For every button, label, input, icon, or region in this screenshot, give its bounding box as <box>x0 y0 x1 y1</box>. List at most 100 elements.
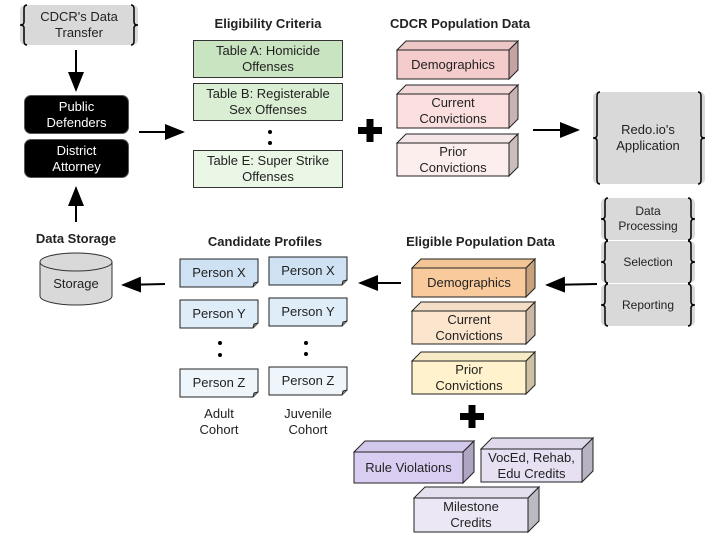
storage-cylinder <box>39 252 113 306</box>
adult-person-x[interactable]: Person X <box>180 259 258 287</box>
data-storage-title: Data Storage <box>35 231 117 246</box>
cube-label: Credits <box>450 515 492 530</box>
cube-label: Current <box>431 95 475 110</box>
cube-shape <box>479 436 595 484</box>
adult-person-z[interactable]: Person Z <box>180 369 258 397</box>
cube-label: Demographics <box>411 56 495 72</box>
table-label: Sex Offenses <box>229 102 307 117</box>
ellipsis-dot <box>268 130 272 134</box>
candidate-profiles-title: Candidate Profiles <box>207 234 323 249</box>
cube-label: Rule Violations <box>365 459 452 475</box>
ellipsis-dot <box>304 352 308 356</box>
table-label: Table A: Homicide <box>215 43 321 58</box>
cdcr-population-title: CDCR Population Data <box>389 16 531 31</box>
note-shape <box>179 258 259 288</box>
cube-label: Edu Credits <box>497 465 566 481</box>
cube-label: Milestone <box>443 499 499 514</box>
actor-label: District <box>56 142 97 158</box>
step-selection[interactable]: Selection <box>607 243 689 281</box>
cohort-label: Adult <box>204 406 234 421</box>
table-label: Table B: Registerable <box>206 86 330 101</box>
person-label: Person X <box>192 265 246 280</box>
cube-label: Current <box>447 311 491 327</box>
juvenile-person-y[interactable]: Person Y <box>269 298 347 326</box>
adult-person-y[interactable]: Person Y <box>180 300 258 328</box>
cdcr-demographics[interactable]: Demographics <box>397 50 509 79</box>
step-brace <box>600 283 696 327</box>
eligibility-criteria-title: Eligibility Criteria <box>214 16 322 31</box>
table-label: Table E: Super Strike <box>206 153 330 168</box>
cube-shape <box>410 257 537 299</box>
cube-label: Demographics <box>427 274 511 290</box>
cube-label: Convictions <box>419 159 487 175</box>
cube-shape <box>352 439 476 485</box>
table-label: Offenses <box>242 169 294 184</box>
arrow-app-to-eligible <box>545 276 598 293</box>
step-label: Processing <box>618 219 678 233</box>
table-label: Offenses <box>242 59 294 74</box>
cube-label: Prior <box>439 143 467 159</box>
plus-icon-top <box>358 119 382 142</box>
voced-rehab-edu-credits[interactable]: VocEd, Rehab,Edu Credits <box>481 449 582 482</box>
plus-icon-bottom <box>460 405 484 428</box>
person-label: Person Z <box>281 373 335 388</box>
step-reporting[interactable]: Reporting <box>607 286 689 324</box>
actor-label: Defenders <box>46 114 107 130</box>
source-brace <box>19 4 139 46</box>
cube-shape <box>410 300 537 346</box>
eligible-demographics[interactable]: Demographics <box>412 268 526 297</box>
cube-shape <box>412 485 541 534</box>
ellipsis-dot <box>218 341 222 345</box>
application-brace <box>592 91 706 185</box>
source-line1: CDCR's Data <box>40 9 118 24</box>
note-shape <box>268 366 348 396</box>
source-line2: Transfer <box>55 25 103 40</box>
juvenile-person-z[interactable]: Person Z <box>269 367 347 395</box>
note-shape <box>268 297 348 327</box>
storage-label: Storage <box>53 276 99 291</box>
step-brace <box>600 240 696 284</box>
person-label: Person Y <box>192 306 246 321</box>
cube-label: Convictions <box>435 327 503 343</box>
cube-label: Prior <box>455 361 483 377</box>
ellipsis-dot <box>268 141 272 145</box>
person-label: Person Z <box>192 375 246 390</box>
step-label: Selection <box>623 255 673 269</box>
ellipsis-dot <box>304 341 308 345</box>
eligible-population-title: Eligible Population Data <box>406 234 555 249</box>
cohort-label: Cohort <box>288 422 328 437</box>
cohort-label: Juvenile <box>284 406 332 421</box>
note-shape <box>179 368 259 398</box>
person-label: Person Y <box>281 304 335 319</box>
person-label: Person X <box>281 263 335 278</box>
actor-label: Attorney <box>52 158 101 174</box>
arrow-candidates-to-storage <box>121 276 166 293</box>
note-shape <box>179 299 259 329</box>
cube-label: Convictions <box>435 377 503 393</box>
cube-shape <box>410 350 537 396</box>
rule-violations[interactable]: Rule Violations <box>354 452 463 483</box>
cube-shape <box>395 132 520 178</box>
note-shape <box>268 256 348 286</box>
app-label: Application <box>616 138 680 153</box>
cohort-label: Cohort <box>199 422 239 437</box>
cube-label: VocEd, Rehab, <box>488 449 575 465</box>
actor-label: Public <box>58 98 95 114</box>
juvenile-person-x[interactable]: Person X <box>269 257 347 285</box>
